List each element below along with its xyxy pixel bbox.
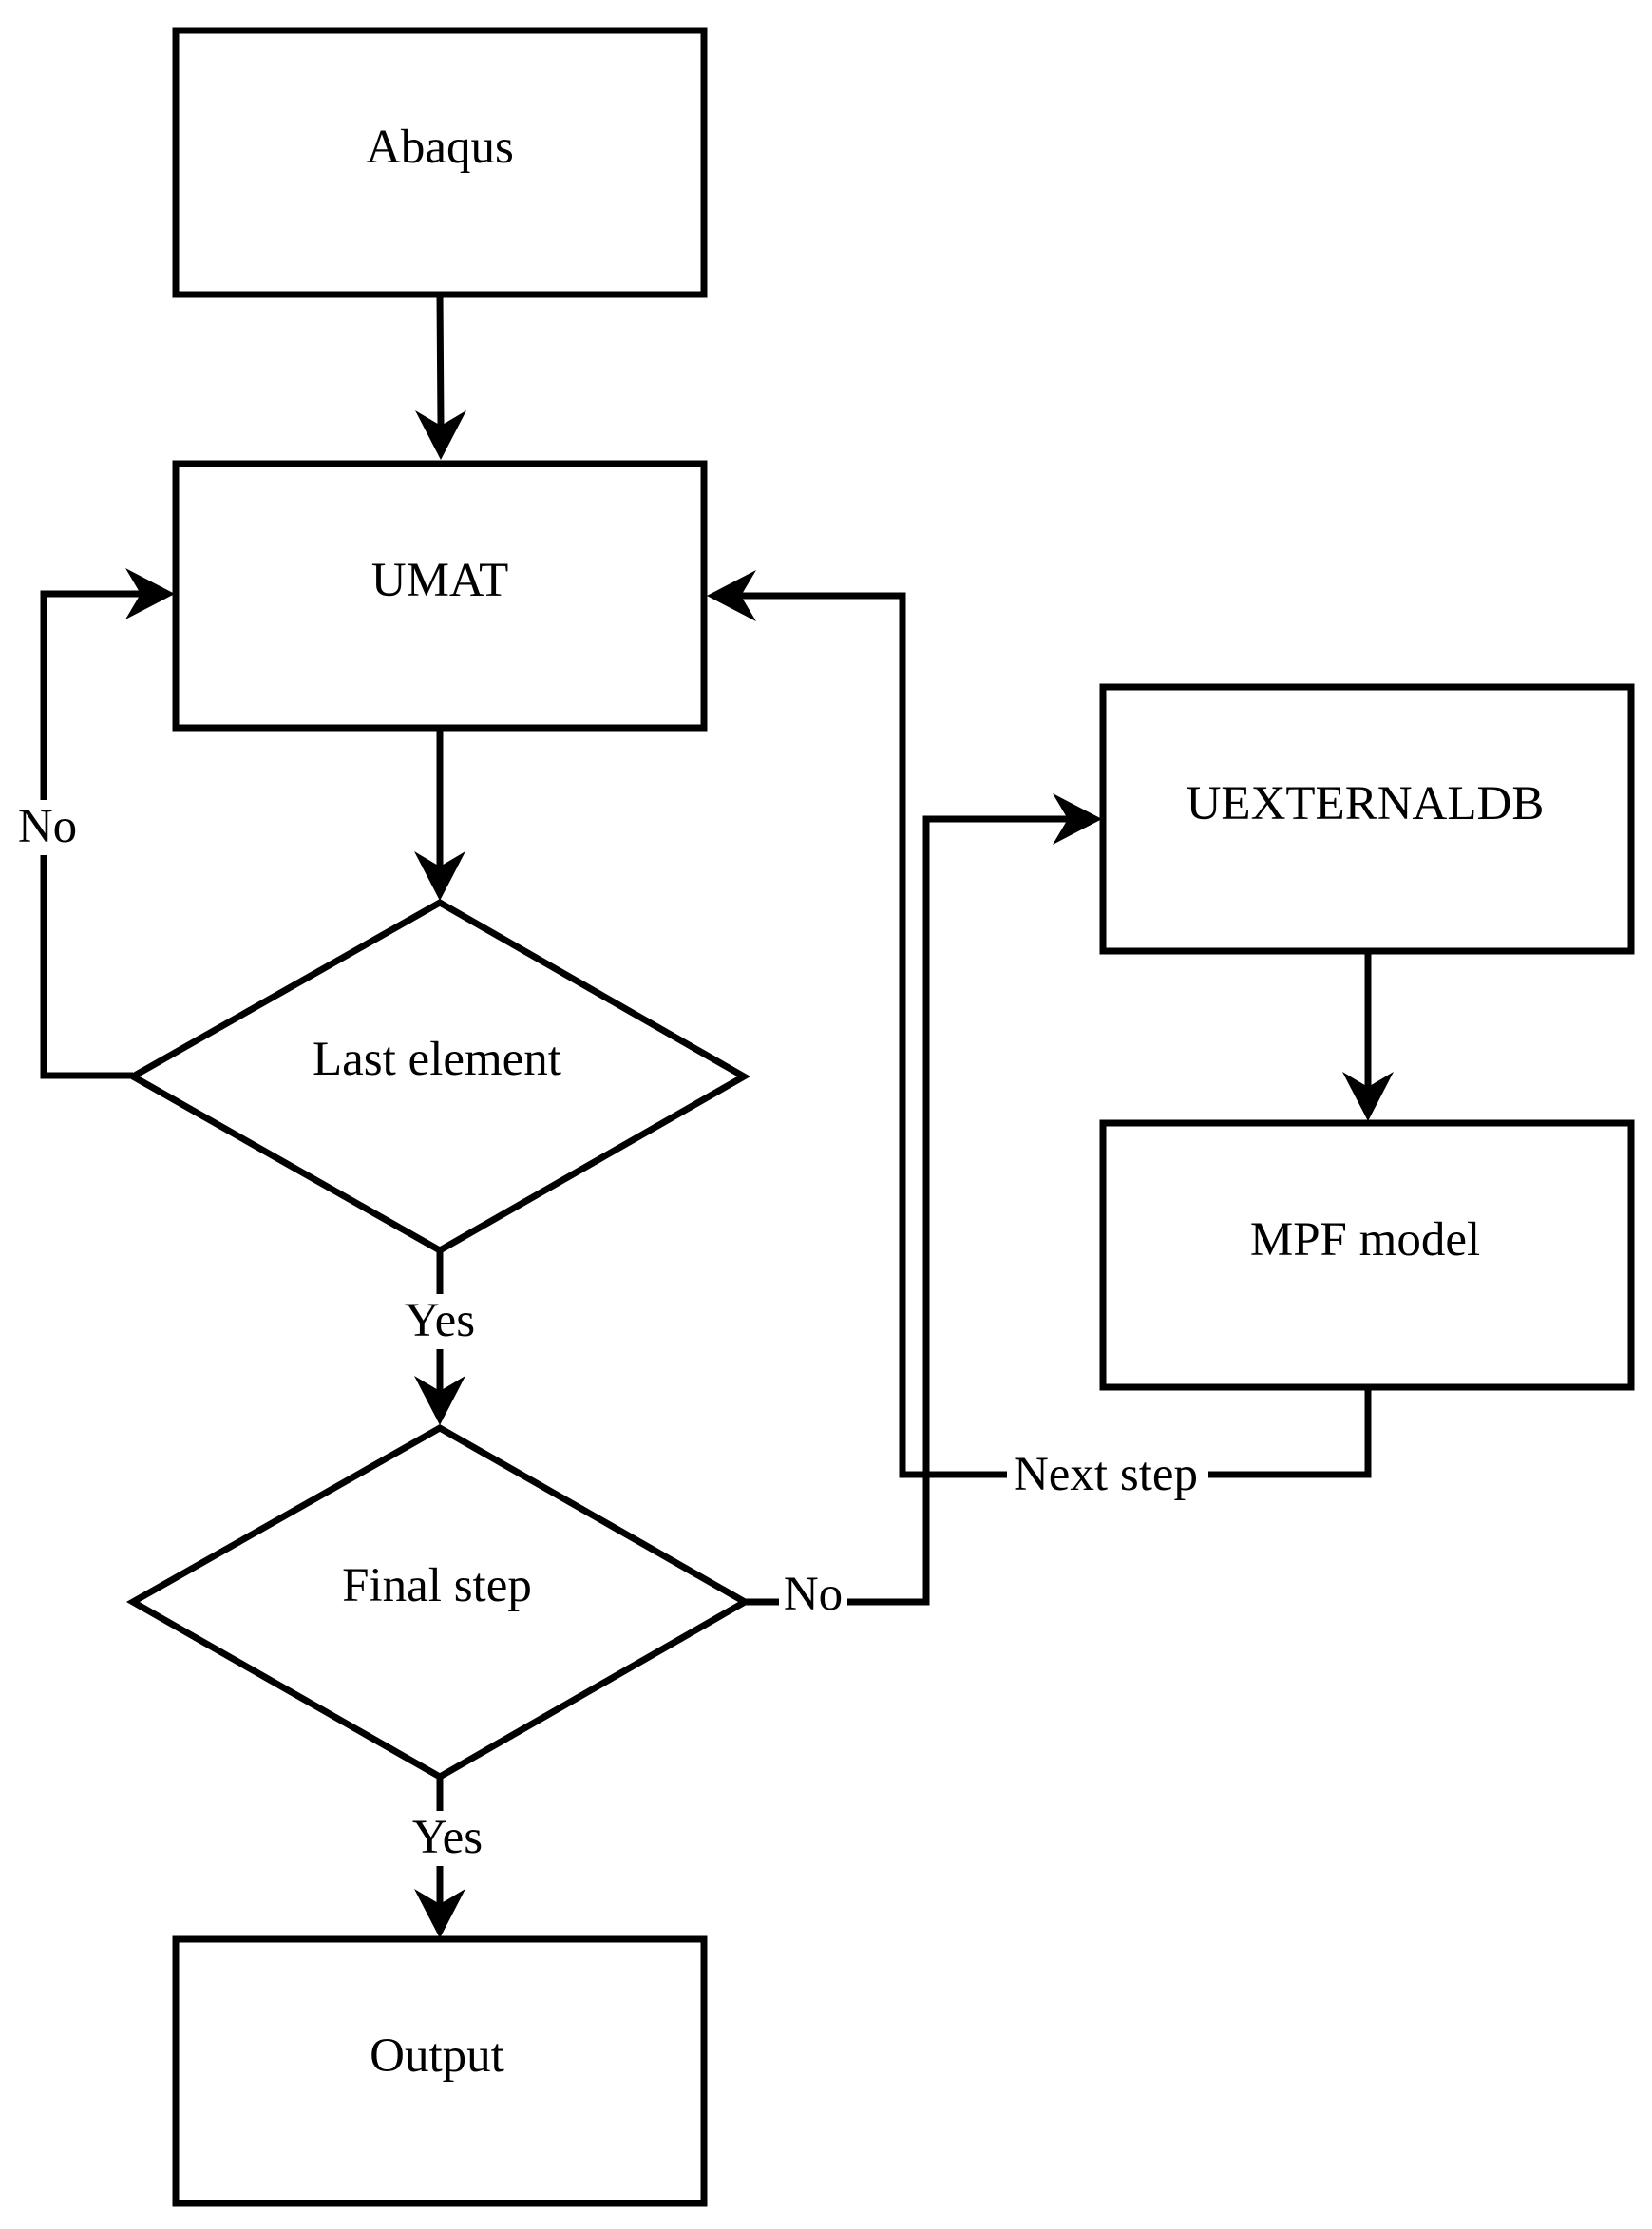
node-final-step-label: Final step: [342, 1559, 532, 1612]
node-mpf-model-label: MPF model: [1250, 1213, 1480, 1267]
svg-text:Yes: Yes: [412, 1811, 483, 1864]
node-mpf-model: MPF model: [1099, 1119, 1635, 1391]
node-abaqus-label: Abaqus: [366, 121, 514, 174]
node-output-label: Output: [370, 2029, 504, 2083]
node-final-step: Final step: [125, 1423, 752, 1781]
svg-text:Yes: Yes: [405, 1294, 475, 1347]
node-uexternaldb: UEXTERNALDB: [1099, 683, 1635, 955]
edge-label-last-element-no: No: [13, 800, 80, 855]
edge-umat-to-last-element: [414, 728, 465, 901]
edge-label-next-step: Next step: [1007, 1448, 1208, 1503]
edge-abaqus-to-umat: [415, 294, 466, 460]
node-output: Output: [172, 1935, 708, 2207]
svg-text:No: No: [18, 800, 77, 853]
edge-uexternaldb-to-mpf: [1342, 950, 1394, 1121]
edge-label-final-step-yes: Yes: [403, 1811, 492, 1866]
edge-mpf-next-step: [707, 570, 1372, 1478]
node-umat: UMAT: [172, 460, 708, 732]
node-last-element-label: Last element: [313, 1033, 561, 1086]
svg-text:No: No: [784, 1568, 843, 1621]
svg-text:Next step: Next step: [1014, 1448, 1198, 1501]
node-umat-label: UMAT: [371, 554, 509, 607]
edge-label-last-element-yes: Yes: [395, 1294, 484, 1349]
node-abaqus: Abaqus: [172, 27, 708, 298]
node-last-element: Last element: [125, 898, 751, 1255]
node-uexternaldb-label: UEXTERNALDB: [1187, 777, 1545, 830]
edge-label-final-step-no: No: [779, 1568, 847, 1623]
